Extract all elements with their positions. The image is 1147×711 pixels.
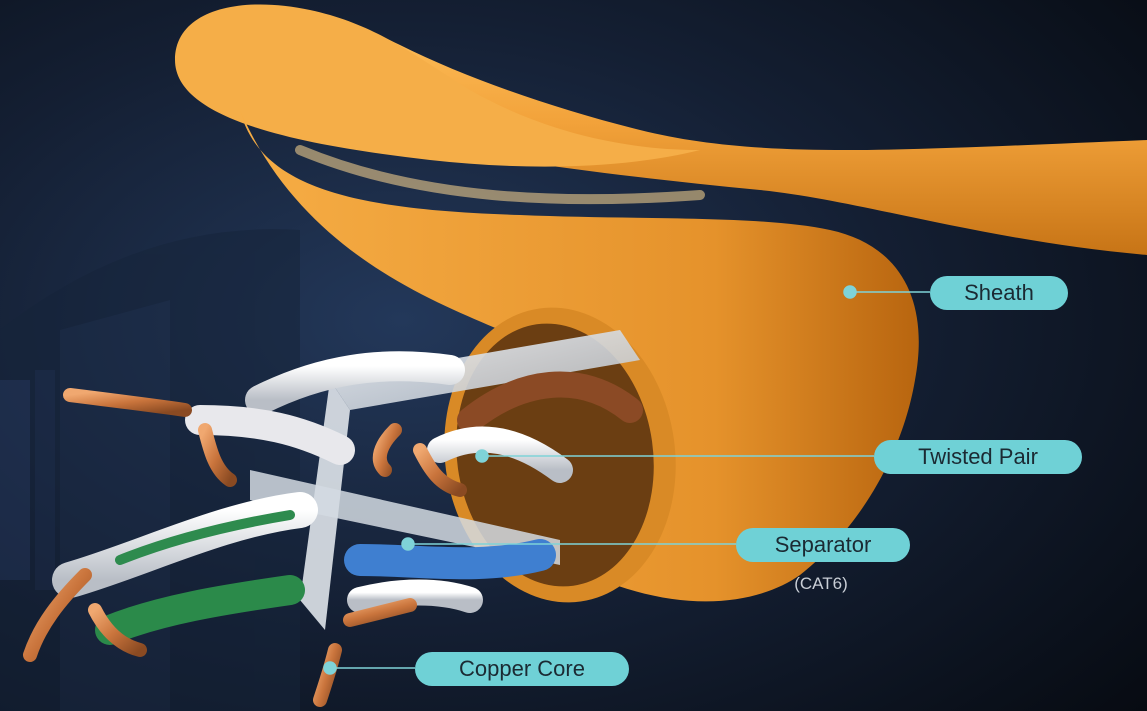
sheath-label: Sheath (930, 276, 1068, 310)
separator-note: (CAT6) (786, 574, 856, 594)
connector-background (0, 229, 300, 711)
copper-core-label: Copper Core (415, 652, 629, 686)
separator-label: Separator (736, 528, 910, 562)
twisted-pair-label: Twisted Pair (874, 440, 1082, 474)
